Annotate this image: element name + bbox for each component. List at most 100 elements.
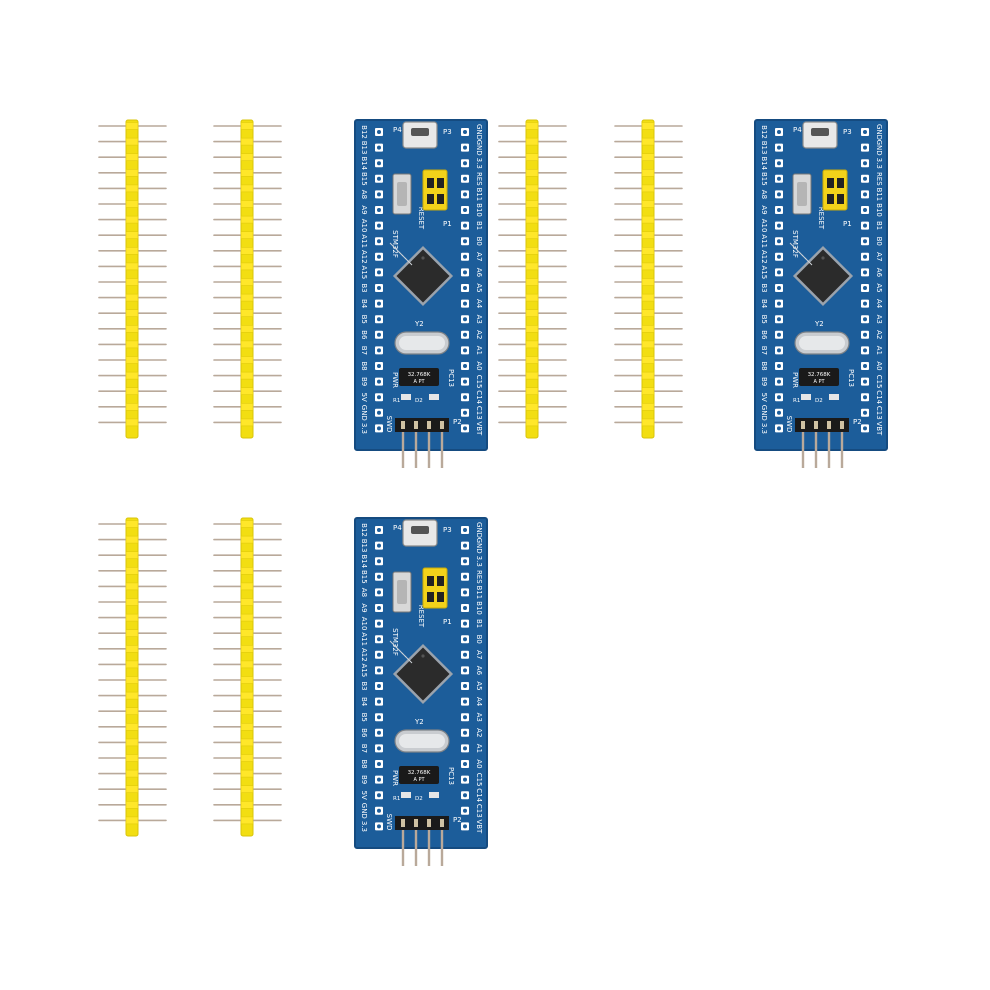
pad-hole (463, 395, 467, 400)
pin-label-right: A0 (875, 361, 883, 370)
pad-hole (463, 348, 467, 353)
header-pin-housing (525, 200, 539, 208)
swd-header (395, 418, 449, 432)
swd-label: SWD (785, 416, 793, 433)
pin-label-right: B10 (475, 203, 483, 217)
swd-pin-top (827, 421, 831, 429)
header-pin-housing (525, 153, 539, 162)
header-pin-housing (125, 262, 139, 271)
pad-hole (777, 379, 781, 384)
pin-label-left: B4 (760, 299, 768, 309)
pad-hole (463, 543, 467, 548)
reset-label: RESET (417, 207, 425, 230)
pad-hole (463, 410, 467, 415)
pad-hole (863, 364, 867, 368)
header-pin-housing (125, 278, 139, 286)
smd-led (801, 394, 811, 400)
header-pin-housing (240, 598, 254, 606)
jumper-ref-label: P1 (443, 220, 452, 228)
pad-hole (777, 410, 781, 415)
crystal-top (399, 734, 445, 748)
pc13-label: PC13 (847, 369, 855, 387)
pad-hole (463, 223, 467, 228)
pad-hole (377, 364, 381, 368)
header-pin-housing (240, 340, 254, 349)
header-pin-housing (125, 520, 139, 528)
header-pin-housing (125, 691, 139, 700)
pin-label-left: A12 (360, 250, 368, 264)
swd-pin (440, 432, 444, 468)
header-pin-housing (641, 247, 655, 255)
pad-hole (377, 808, 381, 813)
pad-hole (463, 192, 467, 197)
pin-label-left: B6 (760, 330, 768, 340)
header-pin-housing (240, 262, 254, 271)
pin-label-left: B14 (760, 156, 768, 170)
pin-label-left: B9 (360, 377, 368, 386)
header-pin-housing (240, 551, 254, 560)
header-pin-housing (240, 676, 254, 684)
header-pin-housing (641, 356, 655, 364)
smd-led (829, 394, 839, 400)
pad-hole (777, 364, 781, 368)
swd-pin (414, 830, 418, 866)
jumper-pin (437, 178, 444, 188)
mcu-dot (421, 654, 425, 658)
header-pin-housing (641, 168, 655, 177)
header-pin-housing (641, 262, 655, 271)
pin-label-left: B14 (360, 156, 368, 170)
rtc-crystal-freq: 32.768K (408, 372, 431, 378)
pin-header-strip-4 (614, 118, 684, 440)
pad-hole (863, 348, 867, 353)
pin-label-right: 3.3 (875, 158, 883, 169)
pad-hole (463, 762, 467, 766)
swd-label: SWD (385, 814, 393, 831)
pad-hole (463, 301, 467, 306)
pin-label-right: GND (475, 522, 483, 538)
header-pin-housing (525, 278, 539, 286)
pad-hole (777, 348, 781, 353)
header-pin-housing (525, 340, 539, 349)
pin-label-left: 5V (360, 393, 368, 402)
swd-pin-top (814, 421, 818, 429)
pin-label-left: B13 (760, 141, 768, 155)
pin-label-right: C15 (475, 773, 483, 787)
pad-hole (377, 332, 381, 337)
pin-label-right: C15 (475, 375, 483, 389)
pin-label-left: B3 (760, 283, 768, 292)
header-pin-housing (125, 122, 139, 130)
pin-label-left: B8 (360, 361, 368, 370)
usb-opening (411, 128, 429, 136)
pad-hole (377, 395, 381, 400)
header-pin-housing (125, 613, 139, 622)
pin-label-left: GND (760, 405, 768, 421)
pin-label-right: B11 (875, 188, 883, 202)
pad-hole (377, 574, 381, 579)
pin-label-right: GND (475, 124, 483, 140)
jumper-ref-label: P1 (843, 220, 852, 228)
pad-hole (463, 730, 467, 735)
rtc-crystal-freq: 32.768K (408, 770, 431, 776)
header-pin-housing (125, 356, 139, 364)
pin-label-left: B12 (360, 125, 368, 139)
header-pin-housing (525, 402, 539, 411)
pin-label-right: A1 (475, 346, 483, 355)
header-pin-housing (525, 137, 539, 146)
pin-label-right: A4 (875, 299, 883, 309)
pad-hole (863, 223, 867, 228)
pin-label-right: C14 (475, 390, 483, 404)
rtc-crystal-freq: 32.768K (808, 372, 831, 378)
header-pin-housing (125, 754, 139, 762)
rtc-crystal-code: A PT (813, 379, 825, 385)
swd-pin (440, 830, 444, 866)
jumper-pin (837, 194, 844, 204)
pc13-label: PC13 (447, 369, 455, 387)
pad-hole (377, 145, 381, 150)
pin-label-left: A15 (360, 664, 368, 678)
reset-label: RESET (817, 207, 825, 230)
header-pin-housing (125, 184, 139, 193)
pin-label-left: A8 (360, 190, 368, 199)
jumper-pin (427, 592, 434, 602)
header-pin-housing (641, 184, 655, 193)
pin-label-left: B12 (360, 523, 368, 537)
